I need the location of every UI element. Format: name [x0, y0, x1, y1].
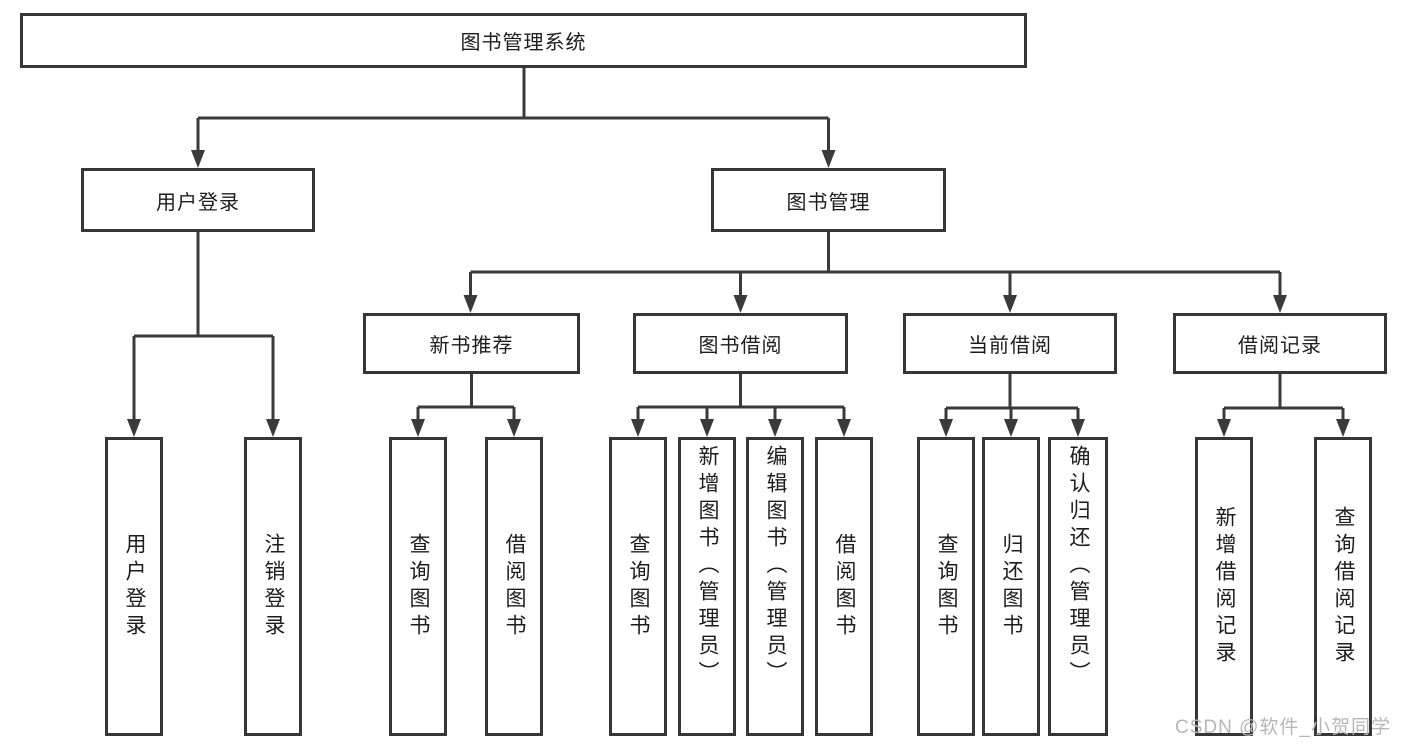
leaf-confirm-return-admin-label: 确认归还（管理员） — [1067, 445, 1090, 688]
node-current-borrowing-label: 当前借阅 — [968, 335, 1052, 357]
node-current-borrowing: 当前借阅 — [903, 313, 1117, 374]
node-borrowing-records-label: 借阅记录 — [1238, 335, 1322, 357]
node-root-label: 图书管理系统 — [460, 32, 587, 54]
node-book-borrowing-label: 图书借阅 — [698, 335, 783, 357]
leaf-borrow-books-2-label: 借阅图书 — [833, 532, 856, 641]
node-book-borrowing: 图书借阅 — [633, 313, 848, 374]
leaf-query-books-3: 查询图书 — [917, 437, 975, 736]
leaf-borrow-books-1: 借阅图书 — [485, 437, 543, 736]
node-book-management-branch: 图书管理 — [711, 168, 946, 232]
leaf-edit-books-admin-label: 编辑图书（管理员） — [764, 445, 787, 688]
leaf-user-login-label: 用户登录 — [123, 532, 146, 641]
node-new-book-recommend-label: 新书推荐 — [429, 335, 514, 357]
leaf-user-login: 用户登录 — [105, 437, 163, 736]
leaf-query-borrow-record: 查询借阅记录 — [1314, 437, 1372, 736]
node-book-management-branch-label: 图书管理 — [786, 191, 871, 214]
leaf-query-books-3-label: 查询图书 — [935, 532, 958, 641]
node-new-book-recommend: 新书推荐 — [363, 313, 580, 374]
leaf-query-books-2-label: 查询图书 — [627, 532, 650, 641]
leaf-borrow-books-2: 借阅图书 — [815, 437, 873, 736]
csdn-watermark: CSDN @软件_小贺同学 — [1175, 717, 1391, 738]
leaf-add-borrow-record: 新增借阅记录 — [1195, 437, 1253, 736]
leaf-add-books-admin: 新增图书（管理员） — [678, 437, 736, 736]
leaf-logout: 注销登录 — [244, 437, 302, 736]
node-user-login-branch-label: 用户登录 — [156, 191, 240, 214]
leaf-return-books-label: 归还图书 — [1000, 532, 1023, 641]
node-borrowing-records: 借阅记录 — [1173, 313, 1387, 374]
leaf-query-books-1: 查询图书 — [389, 437, 447, 736]
arrowheads — [127, 150, 1350, 437]
leaf-logout-label: 注销登录 — [262, 532, 285, 641]
node-user-login-branch: 用户登录 — [81, 168, 315, 232]
leaf-query-books-2: 查询图书 — [609, 437, 667, 736]
leaf-borrow-books-1-label: 借阅图书 — [503, 532, 526, 641]
leaf-query-books-1-label: 查询图书 — [407, 532, 430, 641]
leaf-query-borrow-record-label: 查询借阅记录 — [1332, 505, 1355, 668]
leaf-confirm-return-admin: 确认归还（管理员） — [1048, 437, 1108, 736]
leaf-add-books-admin-label: 新增图书（管理员） — [696, 445, 719, 688]
leaf-edit-books-admin: 编辑图书（管理员） — [746, 437, 804, 736]
node-root: 图书管理系统 — [20, 13, 1027, 68]
leaf-add-borrow-record-label: 新增借阅记录 — [1213, 505, 1236, 668]
leaf-return-books: 归还图书 — [982, 437, 1040, 736]
